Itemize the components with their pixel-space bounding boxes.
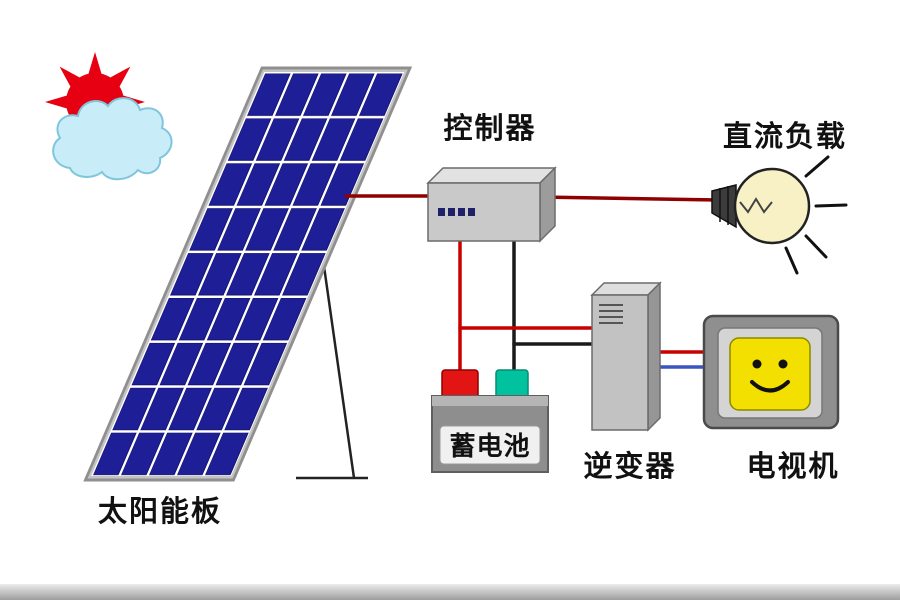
floor-shadow xyxy=(0,584,900,600)
solar-panel xyxy=(83,66,413,482)
cloud-icon xyxy=(52,97,173,181)
solar-panel-support xyxy=(296,237,368,480)
bulb-rays xyxy=(784,155,848,275)
inverter-label: 逆变器 xyxy=(583,451,677,483)
dc-load-label: 直流负载 xyxy=(722,121,847,153)
controller-label: 控制器 xyxy=(443,113,537,145)
tv-screen xyxy=(729,337,811,411)
battery-label: 蓄电池 xyxy=(449,431,531,461)
solar-panel-label: 太阳能板 xyxy=(97,496,222,528)
wires xyxy=(344,194,720,374)
battery-box xyxy=(431,369,549,473)
controller-box xyxy=(426,166,557,243)
smiley-face xyxy=(750,359,790,393)
wire-controller-to-bulb xyxy=(538,195,720,202)
tv-label: 电视机 xyxy=(746,451,840,483)
inverter-vents xyxy=(599,304,623,324)
bulb-filament xyxy=(739,197,773,214)
bulb-icon xyxy=(711,155,848,275)
bulb-socket xyxy=(711,184,737,229)
battery-label-plate xyxy=(439,425,541,465)
tv-icon xyxy=(702,314,840,430)
inverter-box xyxy=(590,281,662,432)
controller-indicators xyxy=(438,208,475,216)
